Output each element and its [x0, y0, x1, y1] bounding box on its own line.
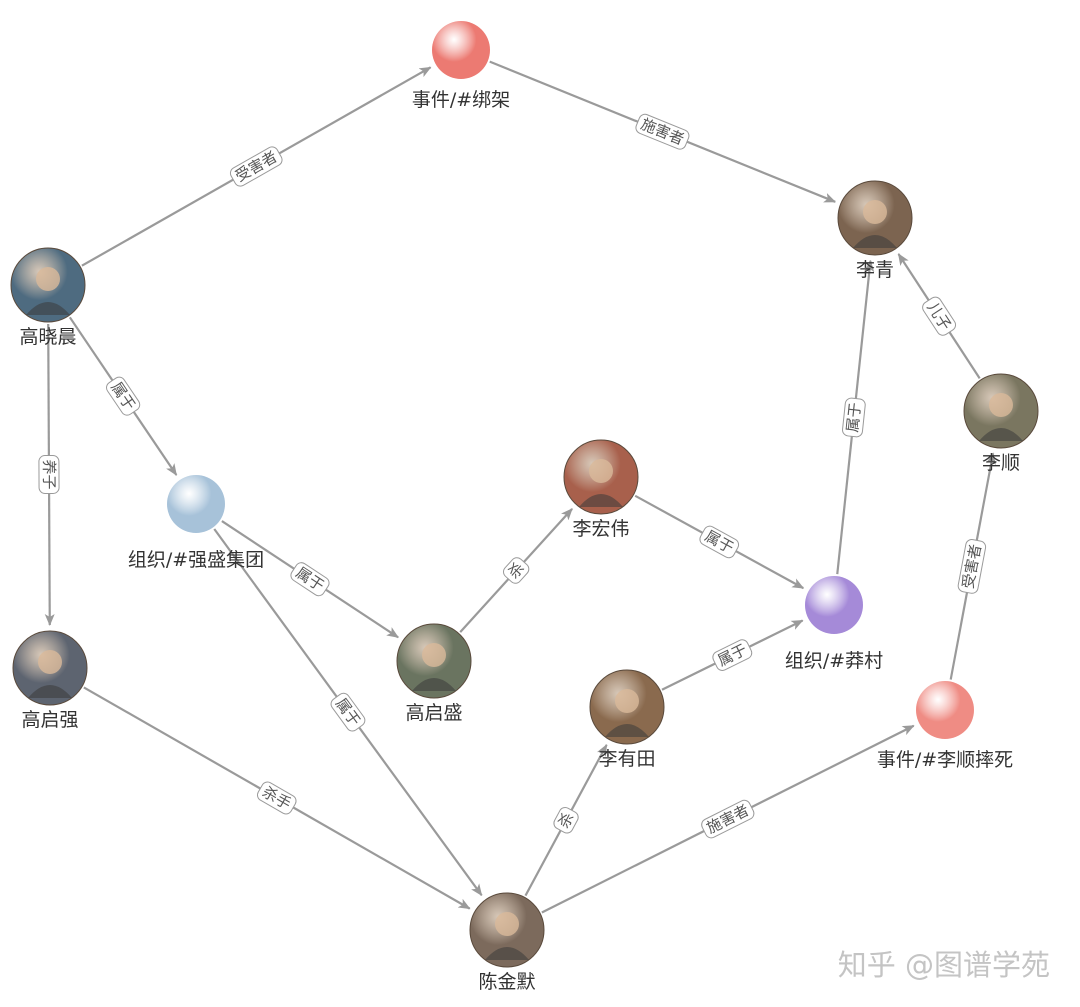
edge-gaoxiaochen-gaoqiqiang[interactable]: 养子	[38, 323, 60, 627]
edge-lihongwei-mangcun[interactable]: 属于	[634, 494, 805, 590]
event-node-circle	[916, 681, 974, 739]
edge-gaoxiaochen-qiangsheng[interactable]: 属于	[68, 316, 178, 476]
edge-label-box	[842, 397, 866, 438]
node-liqing[interactable]: 李青	[837, 180, 913, 281]
edge-label-box	[290, 562, 330, 597]
edge-label: 儿子	[922, 296, 957, 336]
edge-label: 属于	[699, 525, 740, 559]
edge-label-box	[106, 376, 141, 416]
node-qiangsheng[interactable]: 组织/#强盛集团	[128, 475, 264, 571]
edge-label-box	[502, 557, 530, 584]
event-node-circle	[432, 21, 490, 79]
node-gaoqisheng[interactable]: 高启盛	[396, 623, 472, 724]
avatar-face	[495, 912, 519, 936]
node-label: 组织/#莽村	[785, 650, 883, 672]
edge-gaoqiqiang-chenjinmo[interactable]: 杀手	[83, 686, 471, 910]
node-label: 组织/#强盛集团	[128, 549, 264, 571]
node-gaoqiqiang[interactable]: 高启强	[12, 630, 88, 731]
edge-label-box	[635, 113, 690, 150]
avatar-face	[36, 267, 60, 291]
node-lishundeath[interactable]: 事件/#李顺摔死	[877, 681, 1013, 771]
avatar-shoulders	[485, 947, 529, 960]
edge-label-text: 受害者	[232, 148, 280, 186]
avatar-shoulders	[412, 678, 456, 691]
node-chenjinmo[interactable]: 陈金默	[469, 892, 545, 993]
edge-label: 属于	[712, 639, 753, 671]
edge-label: 属于	[842, 397, 866, 438]
edge-label-text: 施害者	[638, 115, 686, 149]
edge-lishun-liqing[interactable]: 儿子	[897, 253, 981, 379]
node-label: 事件/#李顺摔死	[877, 749, 1013, 771]
edge-label-box	[699, 525, 740, 559]
node-label: 李顺	[982, 452, 1020, 474]
edge-liyoutian-mangcun[interactable]: 属于	[661, 619, 804, 691]
node-label: 高晓晨	[19, 326, 76, 348]
edge-gaoqisheng-lihongwei[interactable]: 杀	[459, 508, 573, 633]
edge-label-box	[922, 296, 957, 336]
edge-label-box	[553, 807, 579, 834]
edge-chenjinmo-liyoutian[interactable]: 杀	[524, 743, 608, 897]
edge-mangcun-liqing[interactable]: 属于	[836, 259, 875, 575]
edge-label-box	[256, 781, 297, 815]
node-label: 高启强	[21, 709, 78, 731]
node-label: 事件/#绑架	[412, 89, 510, 111]
edge-label-box	[712, 639, 753, 671]
avatar-face	[38, 650, 62, 674]
edge-label-text: 养子	[40, 459, 58, 489]
node-lishun[interactable]: 李顺	[963, 373, 1039, 474]
watermark: 知乎 @图谱学苑	[838, 948, 1050, 982]
avatar-face	[989, 393, 1013, 417]
organization-node-circle	[805, 576, 863, 634]
avatar-shoulders	[579, 494, 623, 507]
avatar-shoulders	[853, 235, 897, 248]
node-lihongwei[interactable]: 李宏伟	[563, 439, 639, 540]
node-label: 李有田	[598, 748, 655, 770]
node-label: 李宏伟	[572, 518, 629, 540]
node-gaoxiaochen[interactable]: 高晓晨	[10, 247, 86, 348]
edge-label-text: 施害者	[704, 801, 752, 837]
edge-label: 属于	[106, 376, 141, 416]
edge-label: 属于	[330, 692, 366, 732]
edge-label: 杀	[502, 557, 530, 584]
organization-node-circle	[167, 475, 225, 533]
node-label: 高启盛	[405, 702, 462, 724]
edge-label: 杀手	[256, 781, 297, 815]
edge-lishundeath-lishun[interactable]: 受害者	[949, 452, 996, 680]
edge-label: 属于	[290, 562, 330, 597]
avatar-face	[589, 459, 613, 483]
edge-label-box	[330, 692, 366, 732]
edge-label-box	[701, 799, 755, 839]
edge-label-box	[38, 454, 60, 495]
node-mangcun[interactable]: 组织/#莽村	[785, 576, 883, 672]
edge-label: 杀	[553, 807, 579, 834]
avatar-shoulders	[605, 724, 649, 737]
avatar-shoulders	[979, 428, 1023, 441]
edge-label: 养子	[38, 454, 60, 495]
avatar-face	[863, 200, 887, 224]
avatar-shoulders	[26, 302, 70, 315]
edge-label: 施害者	[635, 113, 690, 150]
node-liyoutian[interactable]: 李有田	[589, 669, 665, 770]
edge-label: 施害者	[701, 799, 755, 839]
avatar-shoulders	[28, 685, 72, 698]
edge-label: 受害者	[229, 146, 283, 187]
edge-label-box	[957, 539, 987, 594]
edge-label-text: 受害者	[959, 543, 985, 591]
node-label: 陈金默	[478, 971, 535, 993]
edge-label-text: 杀	[555, 809, 578, 831]
edge-qiangsheng-gaoqisheng[interactable]: 属于	[221, 520, 399, 639]
edge-label-text: 属于	[843, 402, 864, 434]
avatar-face	[615, 689, 639, 713]
edge-label: 受害者	[957, 539, 987, 594]
edge-label-box	[229, 146, 283, 187]
avatar-face	[422, 643, 446, 667]
node-label: 李青	[856, 259, 894, 281]
edge-gaoxiaochen-kidnap[interactable]: 受害者	[81, 66, 432, 267]
edge-kidnap-liqing[interactable]: 施害者	[489, 60, 837, 203]
node-kidnap[interactable]: 事件/#绑架	[412, 21, 510, 111]
